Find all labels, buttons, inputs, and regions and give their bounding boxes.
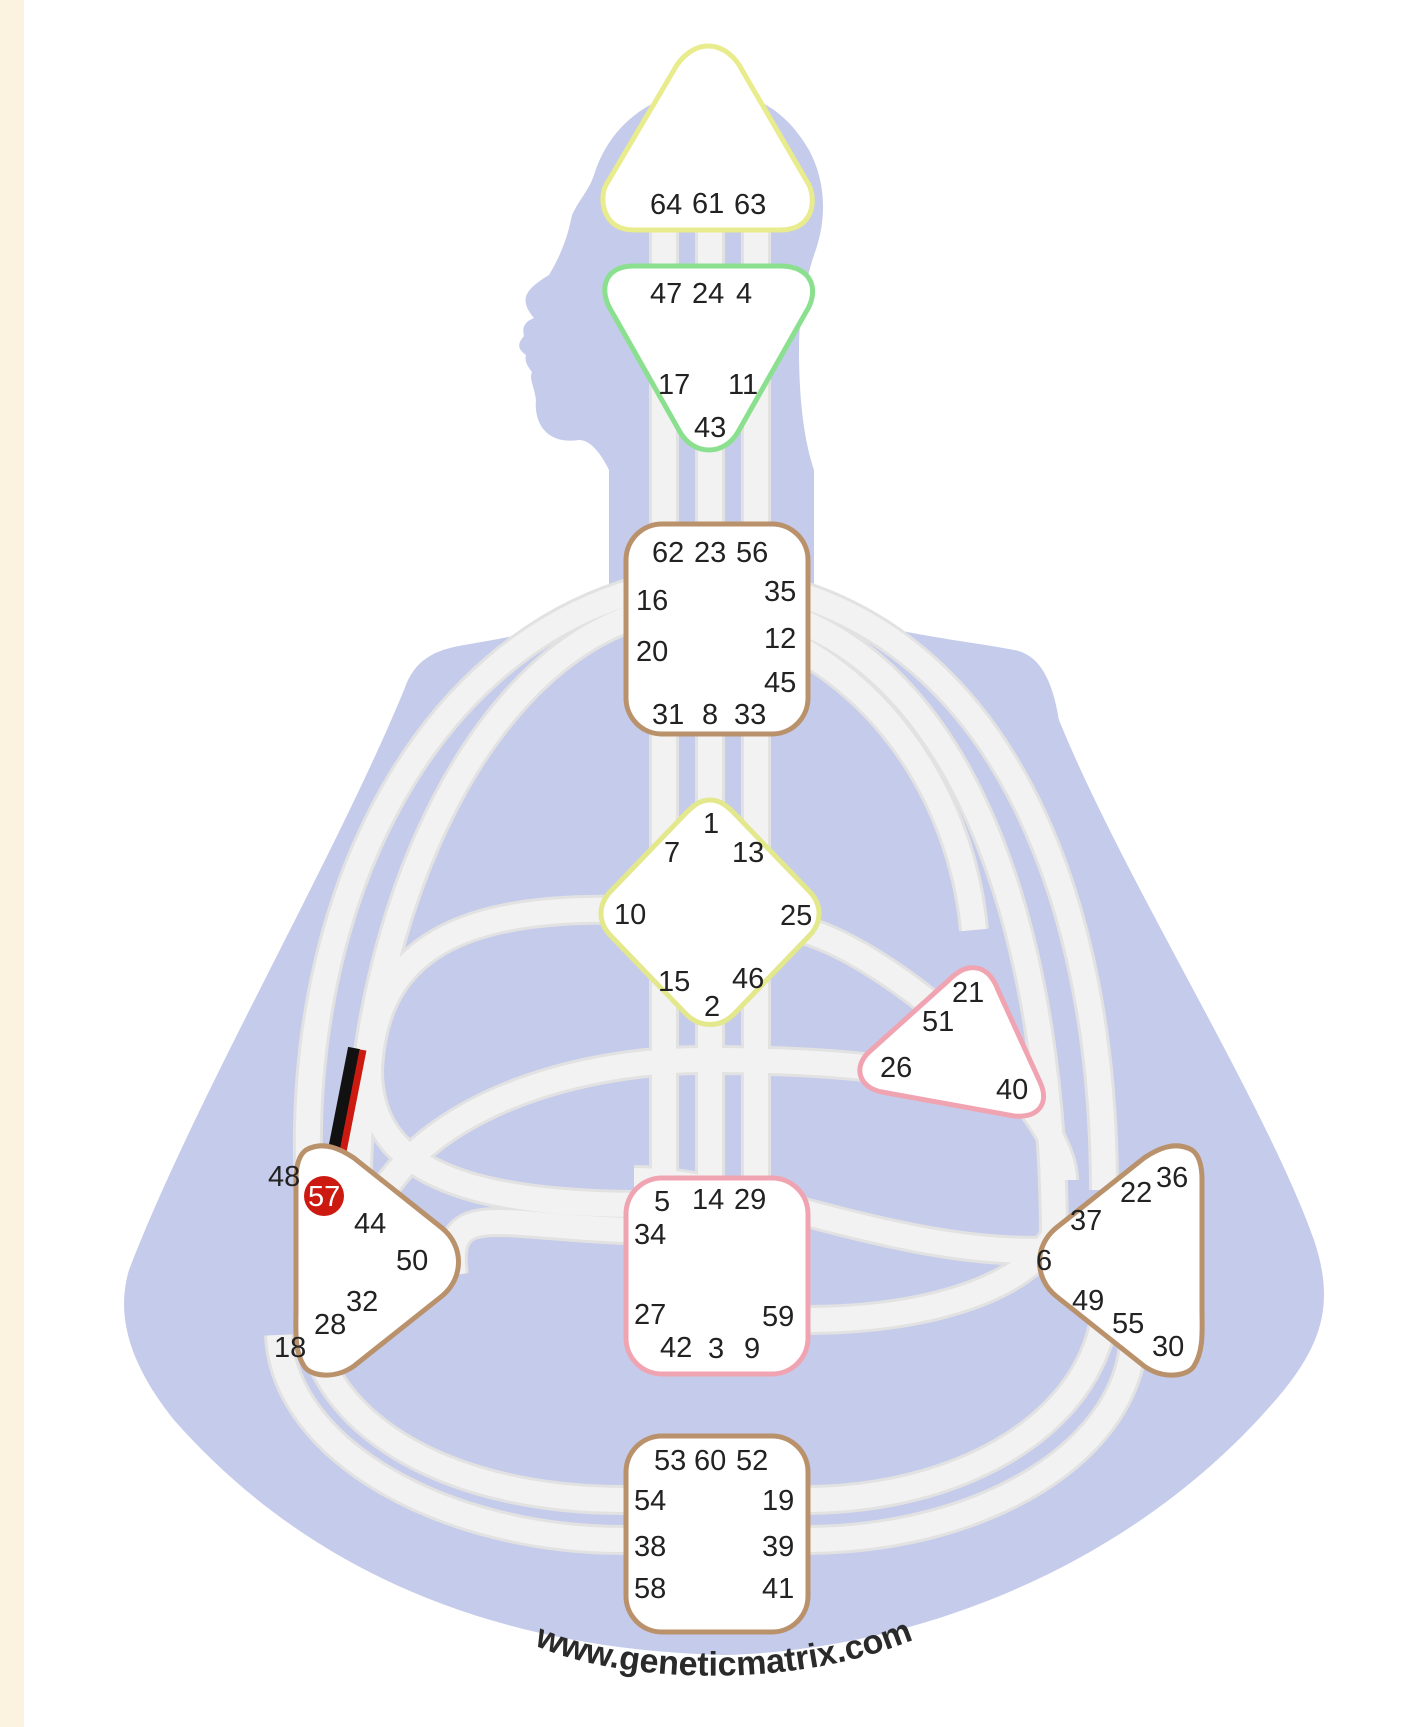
gate-label: 45 <box>764 667 796 699</box>
gate-label: 24 <box>692 278 724 310</box>
gate-label: 55 <box>1112 1308 1144 1340</box>
center-solar-plexus <box>1037 1143 1205 1378</box>
gate-label: 62 <box>652 537 684 569</box>
gate-label: 11 <box>728 369 758 401</box>
center-sacral <box>623 1175 811 1377</box>
gate-label: 12 <box>764 623 796 655</box>
gate-label: 61 <box>692 188 724 220</box>
gate-label: 15 <box>658 966 690 998</box>
gate-label: 23 <box>694 537 726 569</box>
gate-label: 32 <box>346 1286 378 1318</box>
center-throat <box>623 521 811 737</box>
gate-label: 26 <box>880 1052 912 1084</box>
gate-label: 58 <box>634 1573 666 1605</box>
gate-label: 19 <box>762 1485 794 1517</box>
active-gate-57-dot <box>304 1176 344 1216</box>
gate-label: 40 <box>996 1074 1028 1106</box>
gate-label: 42 <box>660 1332 692 1364</box>
gate-label: 5 <box>654 1186 670 1218</box>
gate-labels: 64 61 63 47 24 4 17 11 43 62 23 56 16 35… <box>268 188 1188 1605</box>
gate-label: 56 <box>736 537 768 569</box>
gate-label: 10 <box>614 899 646 931</box>
gate-label: 29 <box>734 1184 766 1216</box>
chart-frame: 64 61 63 47 24 4 17 11 43 62 23 56 16 35… <box>24 0 1407 1727</box>
gate-label: 60 <box>694 1445 726 1477</box>
gate-label: 38 <box>634 1531 666 1563</box>
gate-label: 59 <box>762 1301 794 1333</box>
gate-label: 16 <box>636 585 668 617</box>
gate-label: 44 <box>354 1208 386 1240</box>
gate-label: 27 <box>634 1299 666 1331</box>
gate-label: 28 <box>314 1309 346 1341</box>
gate-label: 34 <box>634 1219 666 1251</box>
gate-label: 54 <box>634 1485 666 1517</box>
gate-label: 13 <box>732 837 764 869</box>
gate-label: 17 <box>658 369 690 401</box>
gate-label: 33 <box>734 699 766 731</box>
gate-label: 1 <box>703 808 719 840</box>
gate-label: 43 <box>694 412 726 444</box>
gate-label: 21 <box>952 977 984 1009</box>
center-root <box>623 1433 811 1635</box>
gate-label: 53 <box>654 1445 686 1477</box>
gate-label: 64 <box>650 189 682 221</box>
gate-label: 3 <box>708 1333 724 1365</box>
gate-label: 18 <box>274 1332 306 1364</box>
gate-label: 37 <box>1070 1205 1102 1237</box>
gate-label: 52 <box>736 1445 768 1477</box>
gate-label: 39 <box>762 1531 794 1563</box>
gate-label: 4 <box>736 278 752 310</box>
gate-label: 6 <box>1036 1245 1052 1277</box>
bodygraph: 64 61 63 47 24 4 17 11 43 62 23 56 16 35… <box>124 43 1324 1684</box>
gate-label: 46 <box>732 963 764 995</box>
center-head <box>600 43 815 233</box>
gate-label: 7 <box>664 837 680 869</box>
gate-label: 57 <box>308 1181 340 1213</box>
gate-label: 47 <box>650 278 682 310</box>
center-g <box>598 797 822 1027</box>
gate-label: 48 <box>268 1161 300 1193</box>
active-gate-line <box>326 1046 367 1163</box>
center-heart <box>857 965 1047 1119</box>
center-ajna <box>602 263 816 453</box>
gate-label: 36 <box>1156 1162 1188 1194</box>
gate-label: 63 <box>734 189 766 221</box>
gate-label: 30 <box>1152 1331 1184 1363</box>
gate-label: 2 <box>704 991 720 1023</box>
gate-label: 22 <box>1120 1177 1152 1209</box>
gate-label: 8 <box>702 699 718 731</box>
gate-label: 20 <box>636 636 668 668</box>
gate-label: 49 <box>1072 1285 1104 1317</box>
gate-label: 9 <box>744 1333 760 1365</box>
gate-label: 25 <box>780 900 812 932</box>
gate-label: 31 <box>652 699 684 731</box>
gate-label: 50 <box>396 1245 428 1277</box>
gate-label: 35 <box>764 576 796 608</box>
gate-label: 41 <box>762 1573 794 1605</box>
gate-label: 51 <box>922 1006 954 1038</box>
gate-label: 14 <box>692 1184 724 1216</box>
